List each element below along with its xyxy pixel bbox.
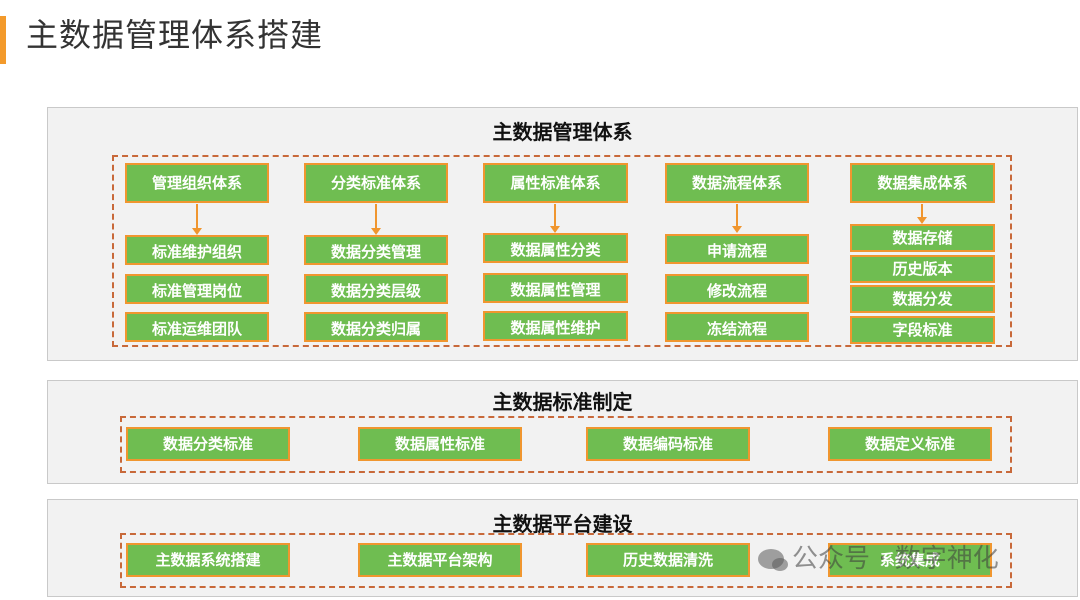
column-item: 数据属性管理 [483, 273, 628, 303]
column-item: 数据分发 [850, 285, 995, 313]
column-item: 字段标准 [850, 316, 995, 344]
column-item: 数据属性分类 [483, 233, 628, 263]
title-accent-bar [0, 16, 6, 64]
column-item: 数据属性维护 [483, 311, 628, 341]
standard-item: 数据属性标准 [358, 427, 522, 461]
column-item: 数据分类归属 [304, 312, 448, 342]
column-header: 属性标准体系 [483, 163, 628, 203]
standards-panel: 主数据标准制定 数据分类标准 数据属性标准 数据编码标准 数据定义标准 [47, 380, 1078, 484]
standard-item: 数据编码标准 [586, 427, 750, 461]
platform-item: 主数据平台架构 [358, 543, 522, 577]
platform-item: 系统集成 [828, 543, 992, 577]
platform-item: 历史数据清洗 [586, 543, 750, 577]
panel-title: 主数据平台建设 [492, 512, 633, 536]
column-item: 标准管理岗位 [125, 274, 269, 304]
column-item: 标准维护组织 [125, 235, 269, 265]
standard-item: 数据分类标准 [126, 427, 290, 461]
dashed-group [120, 533, 1012, 588]
watermark-text: 公众号 · 数字神化 [792, 544, 999, 574]
column-header: 分类标准体系 [304, 163, 448, 203]
column-header: 管理组织体系 [125, 163, 269, 203]
dashed-group [120, 416, 1012, 473]
dashed-group [112, 155, 1012, 347]
column-item: 数据存储 [850, 224, 995, 252]
column-header: 数据集成体系 [850, 163, 995, 203]
wechat-icon [758, 549, 788, 571]
column-item: 历史版本 [850, 255, 995, 283]
page-title: 主数据管理体系搭建 [26, 16, 324, 54]
column-item: 申请流程 [665, 234, 809, 264]
platform-item: 主数据系统搭建 [126, 543, 290, 577]
column-item: 数据分类层级 [304, 274, 448, 304]
panel-title: 主数据管理体系 [492, 120, 633, 144]
column-item: 修改流程 [665, 274, 809, 304]
platform-panel: 主数据平台建设 主数据系统搭建 主数据平台架构 历史数据清洗 系统集成 [47, 499, 1078, 597]
column-item: 数据分类管理 [304, 235, 448, 265]
column-item: 标准运维团队 [125, 312, 269, 342]
management-system-panel: 主数据管理体系 管理组织体系 标准维护组织 标准管理岗位 标准运维团队 分类标准… [47, 107, 1078, 361]
watermark: 公众号 · 数字神化 [758, 538, 999, 575]
column-header: 数据流程体系 [665, 163, 809, 203]
panel-title: 主数据标准制定 [492, 390, 633, 414]
column-item: 冻结流程 [665, 312, 809, 342]
standard-item: 数据定义标准 [828, 427, 992, 461]
